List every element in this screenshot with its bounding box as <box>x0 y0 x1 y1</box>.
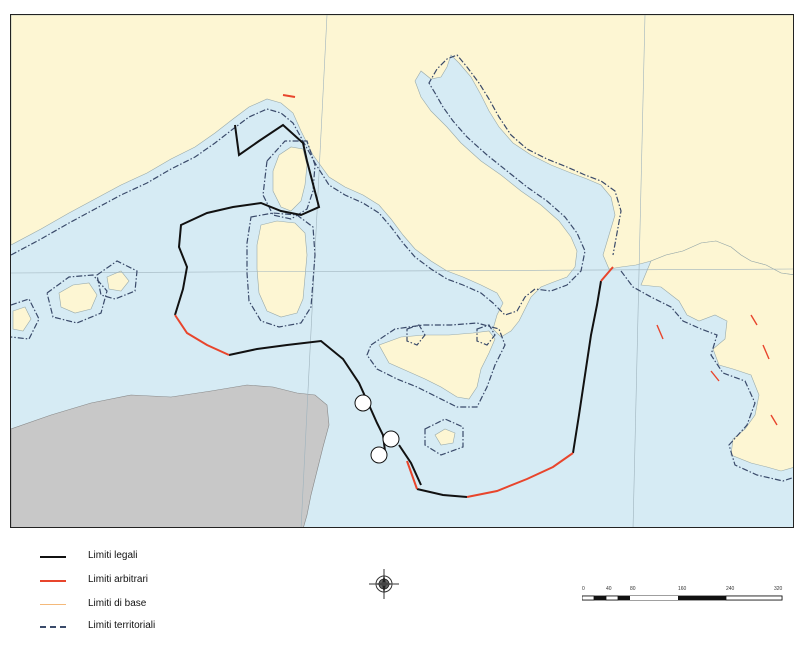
land-balearic-1 <box>58 282 98 314</box>
legend-swatch-territorial <box>40 626 66 628</box>
legend: Limiti legali Limiti arbitrari Limiti di… <box>40 550 280 650</box>
land-greece <box>640 240 793 472</box>
scale-label-320: 320 <box>774 586 783 592</box>
land-africa <box>11 384 330 527</box>
scale-label-160: 160 <box>678 586 687 592</box>
scale-bar: 0 40 80 160 240 320 <box>582 586 794 606</box>
scale-label-40: 40 <box>606 586 612 592</box>
legend-swatch-arbitrary <box>40 580 66 582</box>
land-balearic-2 <box>106 270 130 292</box>
land-sardinia <box>256 220 308 318</box>
land-balearic-3 <box>12 306 32 332</box>
arbitrary-limits <box>174 94 614 498</box>
legend-swatch-legal <box>40 556 66 558</box>
land-sicily <box>378 330 496 400</box>
legend-item-legal: Limiti legali <box>40 550 260 564</box>
compass-rose-icon <box>369 569 399 599</box>
arbitrary-coastal-segments <box>656 314 778 426</box>
legal-limits <box>174 123 602 498</box>
legend-label: Limiti arbitrari <box>88 574 149 585</box>
scale-label-80: 80 <box>630 586 636 592</box>
territorial-limits <box>11 54 793 482</box>
scale-label-0: 0 <box>582 586 585 592</box>
island-circles <box>354 394 400 464</box>
legend-label: Limiti territoriali <box>88 620 156 631</box>
land-corsica <box>272 146 308 212</box>
land-malta <box>434 428 456 446</box>
legend-swatch-base <box>40 604 66 605</box>
map-frame[interactable] <box>10 14 794 528</box>
legend-label: Limiti legali <box>88 550 138 561</box>
scale-label-240: 240 <box>726 586 735 592</box>
scale-bar-graphic <box>582 595 783 601</box>
legend-item-arbitrary: Limiti arbitrari <box>40 574 260 588</box>
legend-label: Limiti di base <box>88 598 147 609</box>
legend-item-territorial: Limiti territoriali <box>40 620 260 634</box>
map-canvas[interactable] <box>11 15 794 528</box>
legend-item-base: Limiti di base <box>40 598 260 612</box>
